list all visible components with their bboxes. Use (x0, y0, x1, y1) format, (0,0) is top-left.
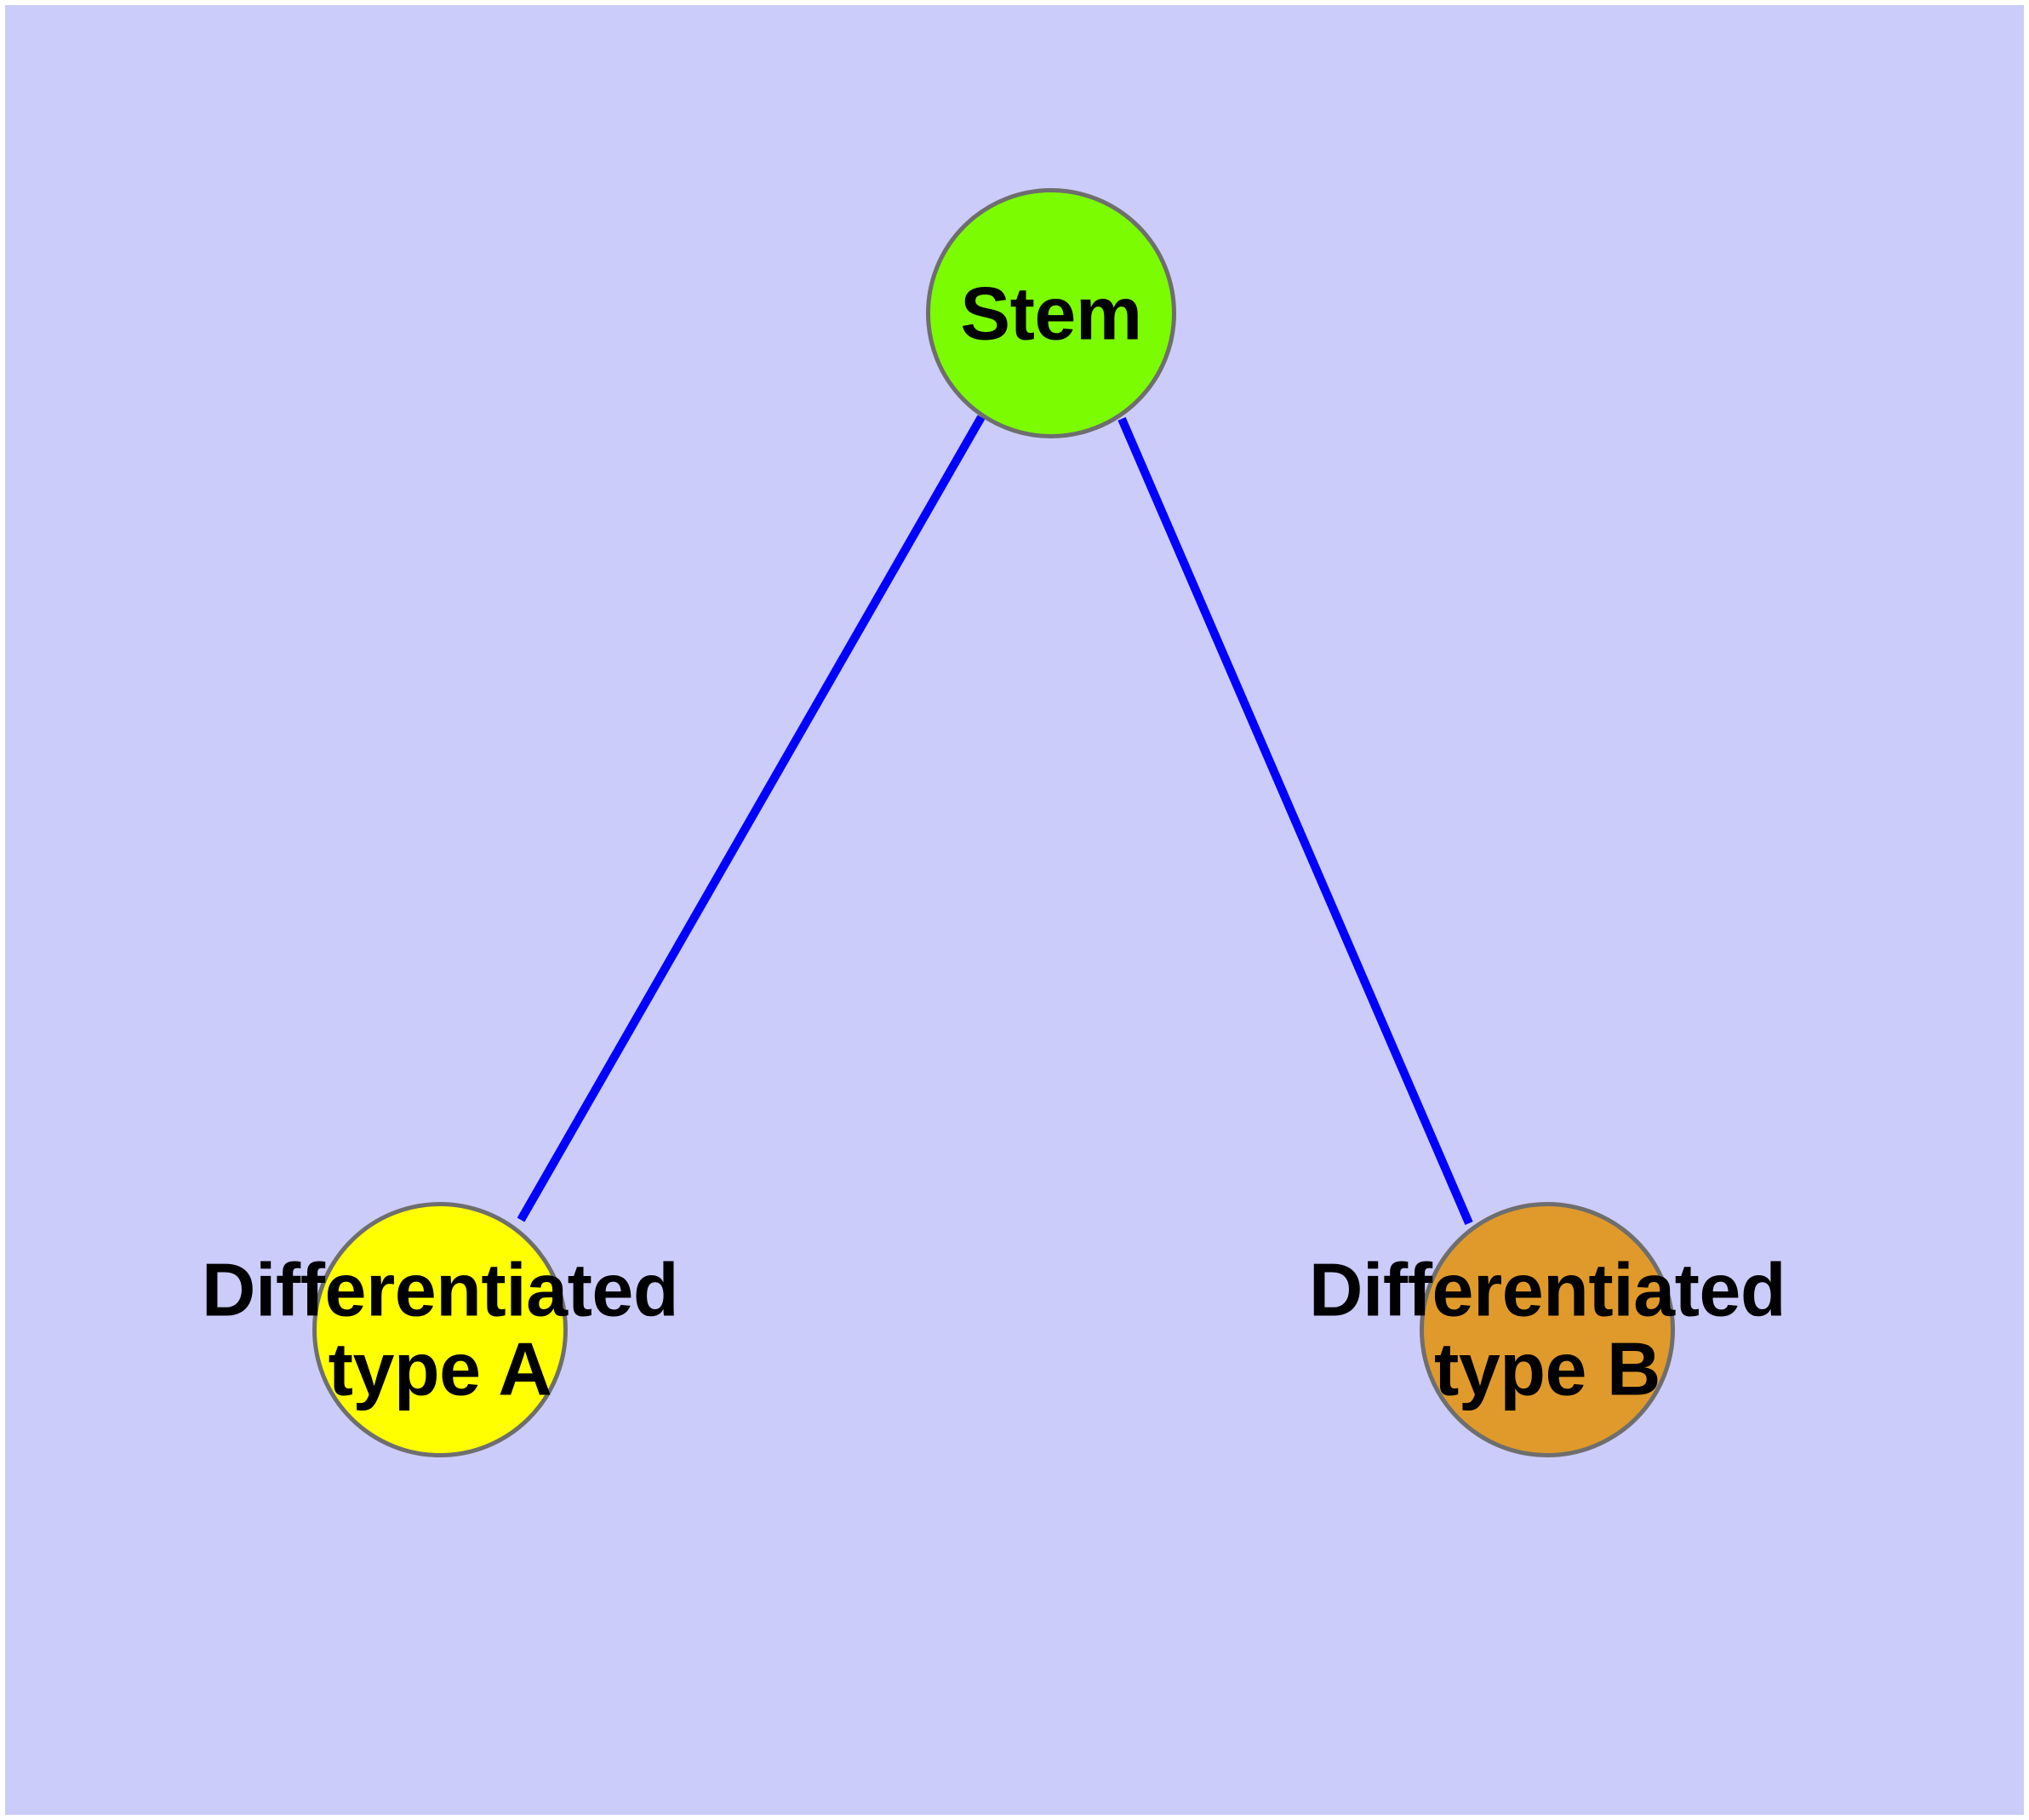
graph-node-diff_b[interactable] (1420, 1202, 1675, 1457)
edges-group (517, 415, 1473, 1225)
graph-edge-stem-to-b[interactable] (1117, 417, 1473, 1225)
graph-node-stem[interactable] (926, 188, 1176, 438)
graph-edge-stem-to-a[interactable] (517, 415, 986, 1222)
graph-node-diff_a[interactable] (312, 1202, 568, 1457)
edge-layer (517, 415, 1473, 1225)
